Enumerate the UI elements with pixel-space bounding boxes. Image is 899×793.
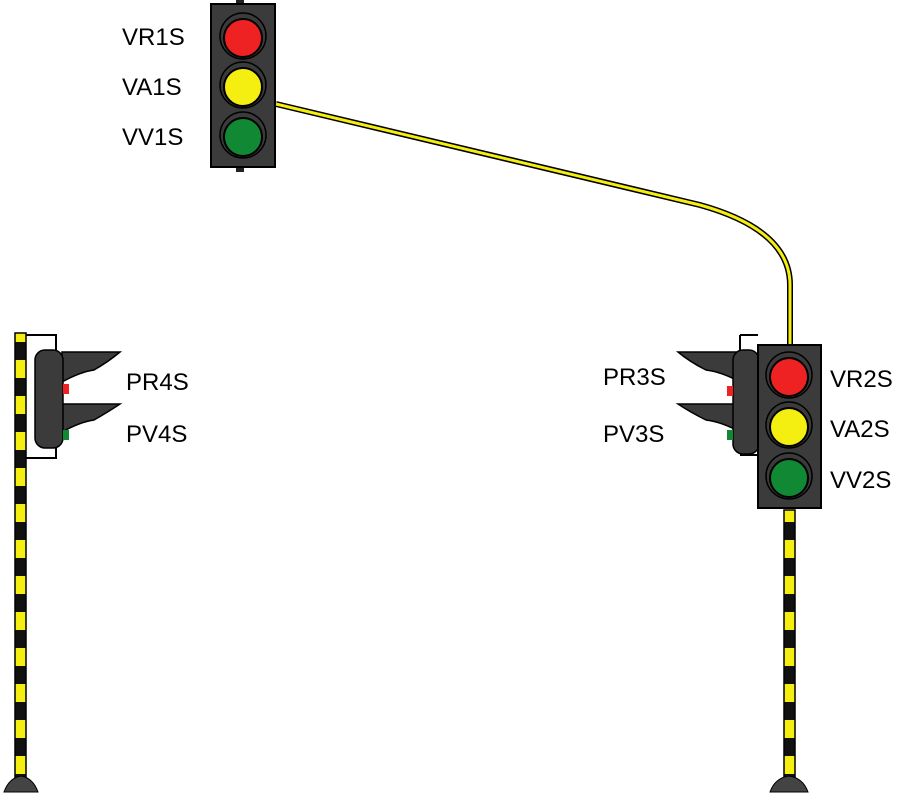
main-green-label: VV1S	[122, 124, 183, 151]
right-ped-housing	[732, 349, 760, 455]
left-ped-red-label: PR4S	[126, 369, 189, 396]
right-ped-red-label: PR3S	[603, 364, 666, 391]
right-amber-label: VA2S	[830, 416, 890, 443]
right-pedestrian-signal: PR3S PV3S	[603, 334, 760, 456]
right-ped-green-label: PV3S	[603, 421, 664, 448]
main-red-lamp	[223, 18, 263, 58]
right-red-label: VR2S	[830, 366, 893, 393]
main-amber-label: VA1S	[122, 74, 182, 101]
main-amber-lamp	[223, 67, 263, 107]
right-signal: VR2S VA2S VV2S	[757, 344, 893, 509]
left-ped-housing	[34, 349, 64, 449]
left-ped-green-label: PV4S	[126, 421, 187, 448]
main-green-lamp	[223, 117, 263, 157]
right-green-label: VV2S	[830, 467, 891, 494]
left-pole	[3, 332, 39, 793]
right-green-lamp	[769, 458, 809, 498]
overhead-arm	[275, 101, 793, 345]
right-amber-lamp	[769, 407, 809, 447]
right-red-lamp	[769, 357, 809, 397]
right-pole	[769, 509, 809, 793]
main-signal: VR1S VA1S VV1S	[122, 0, 276, 172]
left-pedestrian-signal: PR4S PV4S	[26, 334, 189, 459]
main-red-label: VR1S	[122, 24, 185, 51]
